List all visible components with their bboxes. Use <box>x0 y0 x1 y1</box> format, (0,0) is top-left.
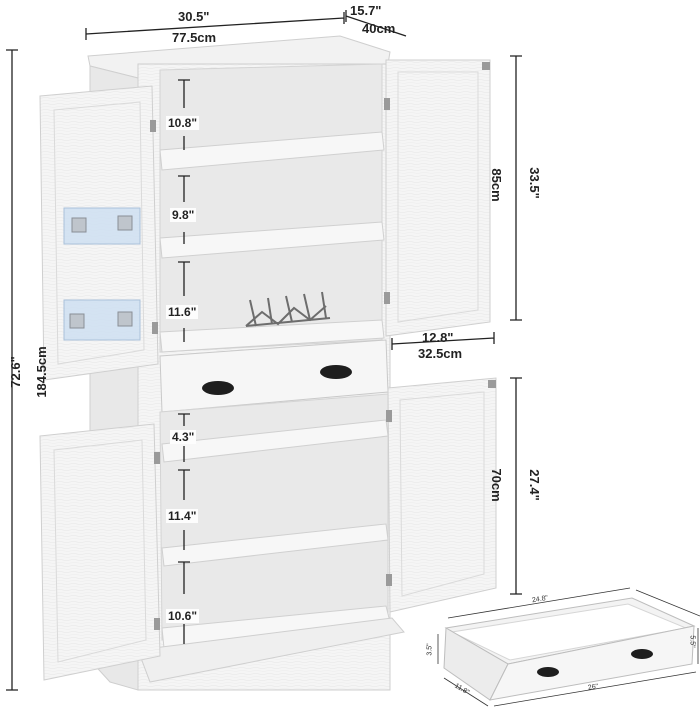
upper-height-cm-label: 85cm <box>489 168 504 202</box>
width-cm-label: 77.5cm <box>172 30 217 45</box>
lower-height-cm-label: 70cm <box>489 468 504 502</box>
height-inches-label: 72.6" <box>8 356 23 388</box>
door-depth-inches-label: 12.8" <box>422 330 454 345</box>
loose-drawer-handle-left <box>537 667 559 677</box>
drawer-handle-right <box>320 365 352 379</box>
shelf-gap-upper-1: 10.8" <box>166 116 200 130</box>
dimension-lines <box>6 10 522 691</box>
depth-inches-label: 15.7" <box>350 3 382 18</box>
lower-right-door <box>386 377 497 613</box>
loose-drawer-handle-right <box>631 649 653 659</box>
upper-height-inches-label: 33.5" <box>527 167 542 199</box>
shelf-gap-upper-3: 11.6" <box>166 305 199 319</box>
upper-left-door <box>39 85 159 381</box>
drawer-handle-left <box>202 381 234 395</box>
shelf-gap-lower-1: 4.3" <box>170 430 197 444</box>
lower-left-door <box>39 423 161 681</box>
height-cm-label: 184.5cm <box>34 346 49 398</box>
loose-drawer <box>437 587 700 707</box>
drawer-front-height-label: 3.5" <box>426 643 434 656</box>
lower-height-inches-label: 27.4" <box>527 469 542 501</box>
drawer-height-label: 5.5" <box>688 635 696 648</box>
shelf-gap-upper-2: 9.8" <box>170 208 197 222</box>
shelf-gap-lower-3: 10.6" <box>166 609 200 623</box>
shelf-gap-lower-2: 11.4" <box>166 509 199 523</box>
upper-right-door <box>384 59 491 337</box>
width-inches-label: 30.5" <box>178 9 210 24</box>
door-depth-cm-label: 32.5cm <box>418 346 463 361</box>
cabinet-body <box>87 35 405 691</box>
depth-cm-label: 40cm <box>362 21 396 36</box>
glass-rack <box>245 291 331 327</box>
